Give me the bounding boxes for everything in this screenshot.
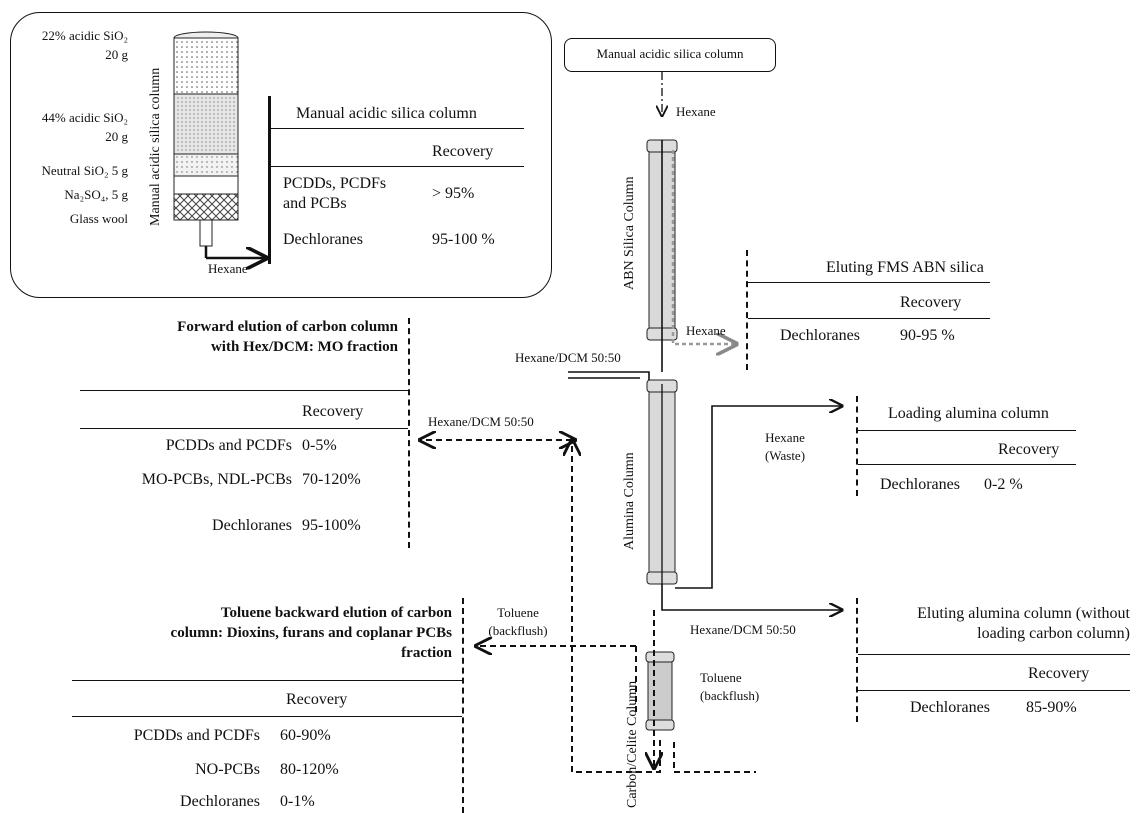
layer-1-mass: 20 g [105,47,128,62]
eluting-table-header: Recovery [1028,665,1090,682]
toluene-backflush-left-2: (backflush) [488,623,548,638]
manual-outlet-label: Hexane [208,261,248,276]
manual-table-bar [268,96,271,264]
layer-1-label: 22% acidic SiO₂ [41,28,128,43]
manual-column-vertical-label: Manual acidic silica column [148,67,163,226]
fms-row-analyte: Dechloranes [780,327,860,344]
hexane-side-label: Hexane [686,323,726,338]
forward-row-3-analyte: Dechloranes [212,517,292,534]
manual-row-1-value: > 95% [432,185,475,202]
manual-table-header: Recovery [432,143,494,160]
fms-table-title: Eluting FMS ABN silica [826,259,984,276]
toluene-table-header: Recovery [286,691,348,708]
layer-3-label: Neutral SiO₂ 5 g [41,163,129,178]
loading-table-header: Recovery [998,441,1060,458]
loading-table-title: Loading alumina column [888,405,1049,422]
toluene-backflush-left-1: Toluene [497,605,539,620]
hexdcm-forward-label: Hexane/DCM 50:50 [428,414,534,429]
toluene-row-2-analyte: NO-PCBs [195,761,260,778]
forward-table-header: Recovery [302,403,364,420]
carbon-celite-column [645,651,675,731]
manual-row-1-analyte-b: and PCBs [283,195,347,212]
manual-column-panel [10,12,552,298]
toluene-table-title-1: Toluene backward elution of carbon [220,605,452,621]
manual-acidic-silica-box [564,38,776,72]
forward-row-3-value: 95-100% [302,517,361,534]
eluting-row-value: 85-90% [1026,699,1077,716]
hexdcm-inlet-label: Hexane/DCM 50:50 [515,350,621,365]
fms-row-value: 90-95 % [900,327,955,344]
hexane-waste-label-2: (Waste) [764,448,806,463]
toluene-backflush-right-2: (backflush) [700,688,760,703]
toluene-table-title-3: fraction [401,645,452,661]
toluene-backflush-right-1: Toluene [700,670,742,685]
abn-silica-column [646,139,736,372]
manual-row-2-value: 95-100 % [432,231,495,248]
eluting-table-title-1: Eluting alumina column (without [917,605,1130,622]
alumina-column-label: Alumina Column [622,452,637,550]
loading-row-analyte: Dechloranes [880,476,960,493]
toluene-row-3-value: 0-1% [280,793,315,810]
forward-row-1-analyte: PCDDs and PCDFs [165,437,292,454]
abn-column-label: ABN Silica Column [622,176,637,290]
forward-row-2-analyte: MO-PCBs, NDL-PCBs [141,471,292,488]
toluene-table-title-2: column: Dioxins, furans and coplanar PCB… [170,625,452,641]
forward-table-title-2: with Hex/DCM: MO fraction [210,339,398,355]
forward-table-title-1: Forward elution of carbon column [177,319,398,335]
manual-column-drawing [173,31,266,258]
layer-4-label: Na₂SO₄, 5 g [64,187,128,202]
forward-row-2-value: 70-120% [302,471,361,488]
hexane-top-label: Hexane [676,104,716,119]
hexdcm-alumina-out-label: Hexane/DCM 50:50 [690,622,796,637]
toluene-row-1-analyte: PCDDs and PCDFs [133,727,260,744]
loading-row-value: 0-2 % [984,476,1023,493]
layer-2-mass: 20 g [105,129,128,144]
hexane-waste-label-1: Hexane [765,430,805,445]
carbon-column-label: Carbon/Celite Column [625,680,640,808]
manual-row-1-analyte-a: PCDDs, PCDFs [283,175,387,192]
eluting-row-analyte: Dechloranes [910,699,990,716]
manual-acidic-silica-box-label: Manual acidic silica column [596,46,744,61]
forward-row-1-value: 0-5% [302,437,337,454]
layer-5-label: Glass wool [69,211,128,226]
toluene-row-1-value: 60-90% [280,727,331,744]
toluene-row-2-value: 80-120% [280,761,339,778]
manual-row-2-analyte: Dechloranes [283,231,363,248]
alumina-column [646,379,678,585]
eluting-table-title-2: loading carbon column) [977,625,1130,642]
manual-table-title: Manual acidic silica column [296,105,477,122]
fms-table-header: Recovery [900,294,962,311]
layer-2-label: 44% acidic SiO₂ [41,110,128,125]
toluene-row-3-analyte: Dechloranes [180,793,260,810]
